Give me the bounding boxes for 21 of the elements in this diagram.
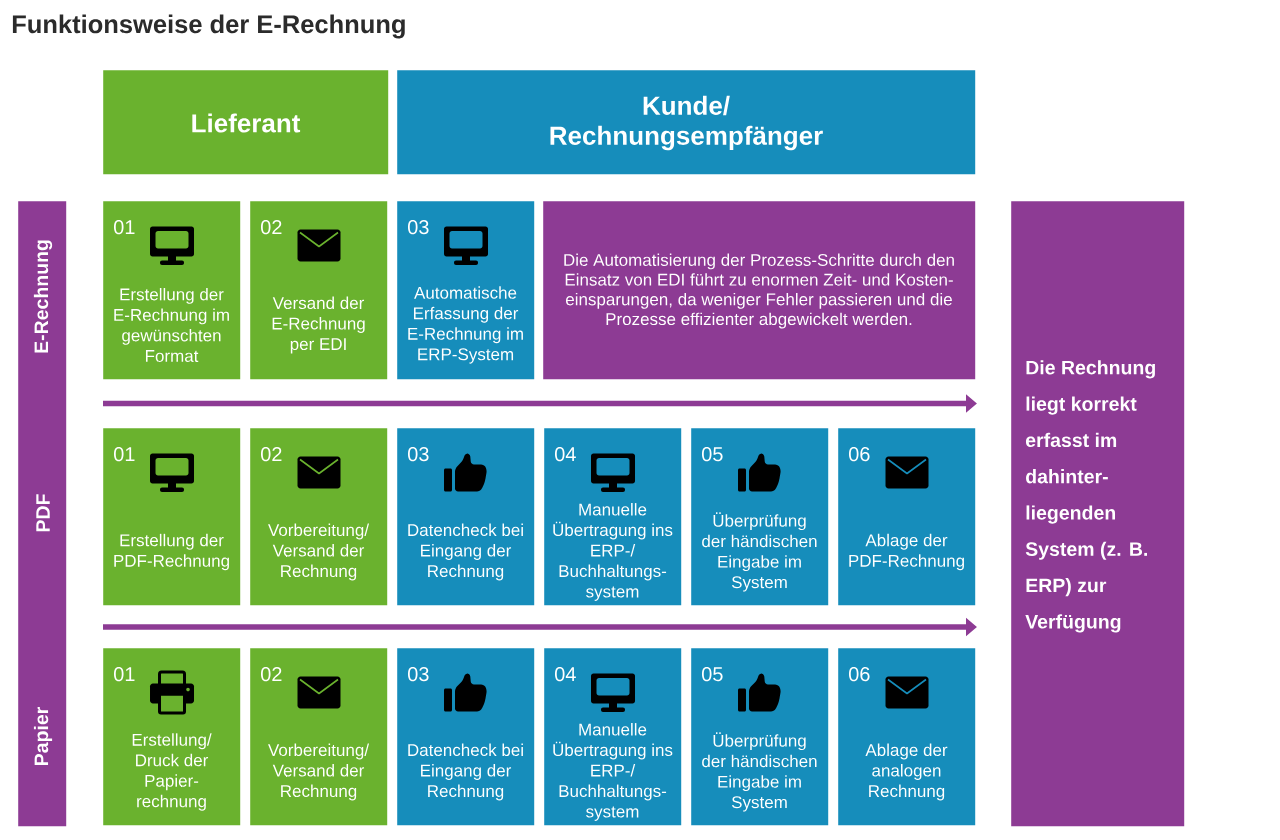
step-box: 02 Vorbereitung/ Versand der Rechnung bbox=[250, 648, 388, 826]
step-box: 06 Ablage der PDF-Rechnung bbox=[838, 428, 976, 606]
step-box: 02 Vorbereitung/ Versand der Rechnung bbox=[250, 428, 388, 606]
note-box: Die Automatisierung der Prozess-Schritte durch den Einsatz von EDI führt zu enormen Zeit- und Kosten- einsparungen, da weniger Fehler passieren und die Prozesse effizienter abgewickelt werden. bbox=[543, 201, 976, 380]
title: Funktionsweise der E-Rechnung bbox=[12, 14, 405, 39]
column-header: Lieferant bbox=[103, 70, 389, 175]
step-box: 01 Erstellung der PDF-Rechnung bbox=[103, 428, 241, 606]
step-box: 04 Manuelle Übertragung ins ERP-/ Buchhaltungs- system bbox=[544, 428, 682, 606]
step-box: 03 Datencheck bei Eingang der Rechnung bbox=[397, 648, 535, 826]
step-box: 01 Erstellung der E-Rechnung im gewünschten Format bbox=[103, 201, 241, 380]
step-box: 02 Versand der E-Rechnung per EDI bbox=[250, 201, 388, 380]
step-box: 05 Überprüfung der händischen Eingabe im System bbox=[691, 648, 829, 826]
step-box: 03 Automatische Erfassung der E-Rechnung im ERP-System bbox=[397, 201, 535, 380]
result-box: Die Rechnung liegt korrekt erfasst im dahinter- liegenden System (z. B. ERP) zur Verfügung bbox=[1011, 201, 1185, 827]
step-box: 06 Ablage der analogen Rechnung bbox=[838, 648, 976, 826]
step-box: 04 Manuelle Übertragung ins ERP-/ Buchhaltungs- system bbox=[544, 648, 682, 826]
step-box: 01 Erstellung/ Druck der Papier- rechnung bbox=[103, 648, 241, 826]
step-box: 05 Überprüfung der händischen Eingabe im System bbox=[691, 428, 829, 606]
column-header: Kunde/ Rechnungsempfänger bbox=[397, 70, 976, 175]
category-band: E-Rechnung PDF Papier bbox=[18, 201, 67, 827]
step-box: 03 Datencheck bei Eingang der Rechnung bbox=[397, 428, 535, 606]
